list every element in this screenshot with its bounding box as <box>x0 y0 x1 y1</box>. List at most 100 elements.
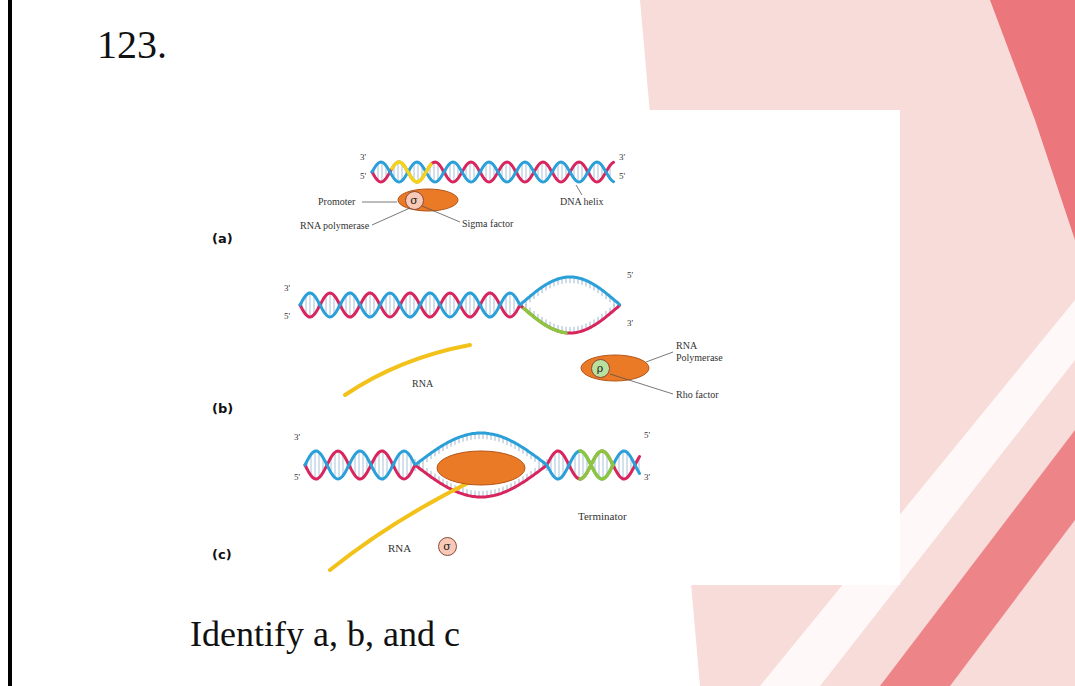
part-label: Promoter <box>318 196 355 208</box>
base-pair <box>366 295 367 314</box>
base-pair <box>555 452 556 477</box>
base-pair <box>506 295 507 314</box>
base-pair <box>594 163 595 180</box>
base-pair <box>434 162 435 182</box>
base-pair <box>454 162 455 182</box>
base-pair <box>526 162 527 182</box>
base-pair <box>334 295 335 314</box>
base-pair <box>514 295 515 314</box>
base-pair <box>490 293 491 317</box>
part-label: 5' <box>627 270 633 280</box>
part-label: 3' <box>627 318 633 328</box>
part-label: RNA polymerase <box>300 220 369 232</box>
leader-line <box>610 374 673 394</box>
base-pair <box>450 163 451 180</box>
base-pair <box>319 452 320 477</box>
terminator-region <box>580 451 613 479</box>
base-pair <box>490 162 491 182</box>
factor-symbol: ρ <box>597 362 603 375</box>
base-pair <box>598 162 599 182</box>
base-pair <box>407 452 408 477</box>
base-pair <box>578 162 579 182</box>
transcribed-region <box>524 309 566 333</box>
part-label: 5' <box>619 171 625 181</box>
part-label: RNA <box>388 542 411 555</box>
base-pair <box>438 163 439 180</box>
base-pair <box>474 295 475 314</box>
rna-polymerase <box>437 451 525 485</box>
base-pair <box>474 163 475 180</box>
part-label: 3' <box>619 152 625 162</box>
base-pair <box>359 451 360 479</box>
base-pair <box>506 162 507 182</box>
base-pair <box>403 451 404 479</box>
base-pair <box>370 293 371 317</box>
base-pair <box>414 295 415 314</box>
leader-line <box>576 185 582 195</box>
dna-strand <box>300 293 620 333</box>
base-pair <box>558 163 559 180</box>
leader-line <box>372 208 410 225</box>
base-pair <box>378 163 379 180</box>
base-pair <box>339 451 340 479</box>
base-pair <box>386 295 387 314</box>
base-pair <box>486 295 487 314</box>
base-pair <box>430 293 431 317</box>
part-label: (c) <box>212 548 232 563</box>
dna-helices <box>300 162 640 497</box>
factor-symbol: σ <box>443 540 451 553</box>
base-pair <box>426 295 427 314</box>
part-label: RNA Polymerase <box>676 340 734 363</box>
base-pair <box>330 293 331 317</box>
base-pair <box>582 163 583 180</box>
base-pair <box>562 162 563 182</box>
base-pair <box>306 295 307 314</box>
part-label: 3' <box>360 152 366 162</box>
base-pair <box>310 293 311 317</box>
base-pair <box>623 451 624 479</box>
base-pair <box>559 451 560 479</box>
base-pair <box>394 295 395 314</box>
rna-strand <box>345 345 470 395</box>
part-label: 5' <box>644 430 650 440</box>
part-label: (b) <box>212 402 233 417</box>
base-pair <box>510 163 511 180</box>
part-label: 3' <box>294 432 300 442</box>
base-pair <box>383 451 384 479</box>
part-label: 5' <box>360 171 366 181</box>
base-pair <box>627 452 628 477</box>
base-pair <box>454 295 455 314</box>
base-pair <box>418 162 419 182</box>
figure-panel <box>186 110 900 585</box>
factor-circle: ρ <box>591 359 610 378</box>
part-label: Terminator <box>578 510 627 523</box>
terminator-region <box>580 451 613 479</box>
base-pair <box>470 293 471 317</box>
part-label: 3' <box>644 472 650 482</box>
leader-line <box>362 202 397 203</box>
part-label: DNA helix <box>560 196 604 208</box>
base-pair <box>390 293 391 317</box>
base-pair <box>583 452 584 477</box>
base-pair <box>350 293 351 317</box>
base-pair <box>398 162 399 182</box>
rna-strand <box>330 478 478 570</box>
part-label: 5' <box>294 472 300 482</box>
factor-symbol: σ <box>410 194 418 207</box>
base-pair <box>546 163 547 180</box>
base-pair <box>603 451 604 479</box>
watermark-shape <box>990 0 1075 240</box>
base-pair <box>379 452 380 477</box>
base-pair <box>579 451 580 479</box>
base-pair <box>363 452 364 477</box>
factor-circle: σ <box>438 537 457 556</box>
base-pair <box>470 162 471 182</box>
base-pair <box>335 452 336 477</box>
base-pair <box>315 451 316 479</box>
part-label: Rho factor <box>676 389 719 401</box>
rna-polymerase <box>398 189 458 211</box>
part-label: Sigma factor <box>462 218 513 230</box>
